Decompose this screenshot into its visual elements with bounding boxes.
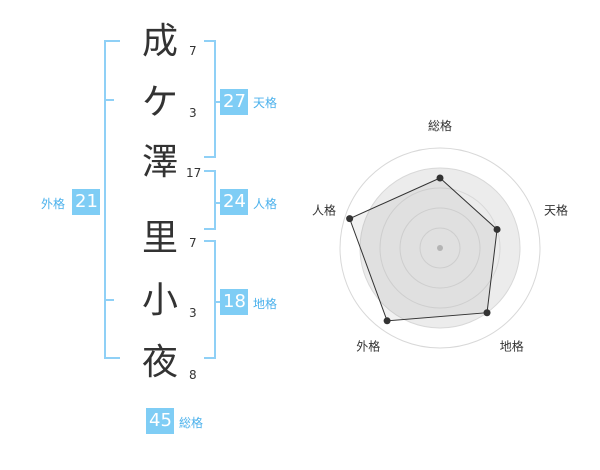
tenkaku-bracket-connector — [214, 101, 222, 103]
chikaku-badge: 18 — [220, 289, 248, 315]
jinkaku-label: 人格 — [253, 197, 278, 211]
radar-center-dot — [437, 245, 443, 251]
tenkaku-label: 天格 — [253, 96, 278, 110]
stroke-count-4: 7 — [189, 236, 197, 250]
jinkaku-bracket-vertical — [214, 170, 216, 230]
radar-axis-label: 人格 — [312, 202, 336, 217]
soukaku-badge: 45 — [146, 408, 174, 434]
tenkaku-bracket-top — [204, 40, 216, 42]
soukaku-label: 総格 — [179, 416, 204, 430]
stroke-count-2: 3 — [189, 106, 197, 120]
chikaku-bracket-bottom — [204, 357, 216, 359]
radar-point — [383, 317, 391, 325]
stroke-count-1: 7 — [189, 44, 197, 58]
gaikaku-bracket-top — [104, 40, 120, 42]
chikaku-bracket-connector — [214, 301, 222, 303]
chikaku-bracket-vertical — [214, 240, 216, 359]
tenkaku-bracket-vertical — [214, 40, 216, 158]
gaikaku-label: 外格 — [41, 197, 66, 211]
radar-point — [346, 215, 354, 223]
radar-point — [483, 309, 491, 317]
name-char-1: 成 — [141, 21, 178, 62]
radar-axis-label: 外格 — [356, 339, 380, 354]
name-char-4: 里 — [141, 218, 178, 259]
jinkaku-badge: 24 — [220, 189, 248, 215]
jinkaku-bracket-top — [204, 170, 216, 172]
name-char-3: 澤 — [141, 142, 178, 183]
gaikaku-bracket-tick — [104, 99, 114, 101]
chikaku-bracket-top — [204, 240, 216, 242]
stroke-count-6: 8 — [189, 368, 197, 382]
name-char-2: ケ — [141, 82, 178, 123]
radar-axis-label: 天格 — [544, 202, 568, 217]
gaikaku-bracket-vertical — [104, 40, 106, 359]
radar-points — [346, 174, 501, 325]
radar-axis-label: 総格 — [428, 118, 452, 133]
radar-axis-label: 地格 — [500, 339, 524, 354]
tenkaku-bracket-bottom — [204, 156, 216, 158]
tenkaku-badge: 27 — [220, 89, 248, 115]
gaikaku-bracket-bottom — [104, 357, 120, 359]
radar-point — [436, 174, 444, 182]
radar-rings — [339, 147, 541, 349]
jinkaku-bracket-connector — [214, 202, 222, 204]
radar-point — [493, 225, 501, 233]
gaikaku-badge: 21 — [72, 189, 100, 215]
jinkaku-bracket-bottom — [204, 228, 216, 230]
radar-data-polygon — [349, 177, 498, 322]
stroke-count-5: 3 — [189, 306, 197, 320]
chikaku-label: 地格 — [253, 297, 278, 311]
name-char-6: 夜 — [141, 342, 178, 383]
gaikaku-bracket-tick — [104, 299, 114, 301]
stroke-count-3: 17 — [186, 166, 202, 180]
name-char-5: 小 — [141, 280, 178, 321]
